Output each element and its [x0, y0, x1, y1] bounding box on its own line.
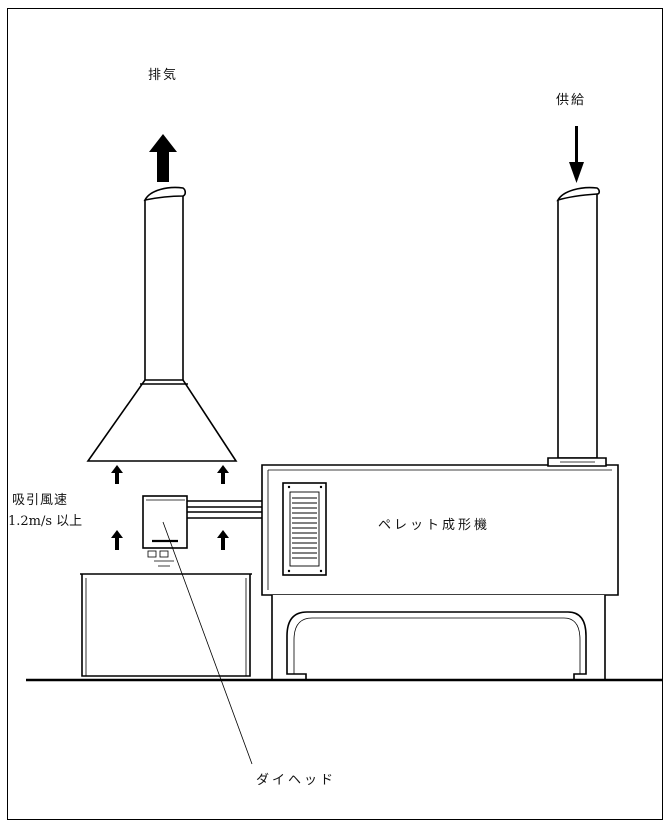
supply-arrow-icon — [569, 126, 584, 183]
connector-pipes — [187, 500, 263, 519]
supply-duct — [547, 186, 607, 467]
suction-speed-label: 吸引風速 — [12, 493, 69, 508]
exhaust-hood — [86, 379, 238, 462]
suction-speed-value: 1.2m/s 以上 — [8, 514, 83, 529]
exhaust-arrow-icon — [149, 134, 177, 182]
suction-arrow-icon — [111, 465, 229, 550]
die-head-label: ダイヘッド — [256, 773, 337, 788]
die-head-leader-line — [162, 521, 253, 765]
collection-tank — [80, 573, 252, 677]
figure-frame — [7, 8, 663, 820]
pellet-machine-label: ペレット成形機 — [378, 518, 491, 533]
exhaust-label: 排気 — [148, 68, 179, 83]
machine-stand — [271, 595, 606, 681]
pellet-machine-body — [261, 464, 619, 596]
supply-label: 供給 — [556, 93, 587, 108]
exhaust-duct — [143, 186, 187, 380]
die-head — [142, 495, 188, 567]
vent-panel — [282, 482, 327, 576]
